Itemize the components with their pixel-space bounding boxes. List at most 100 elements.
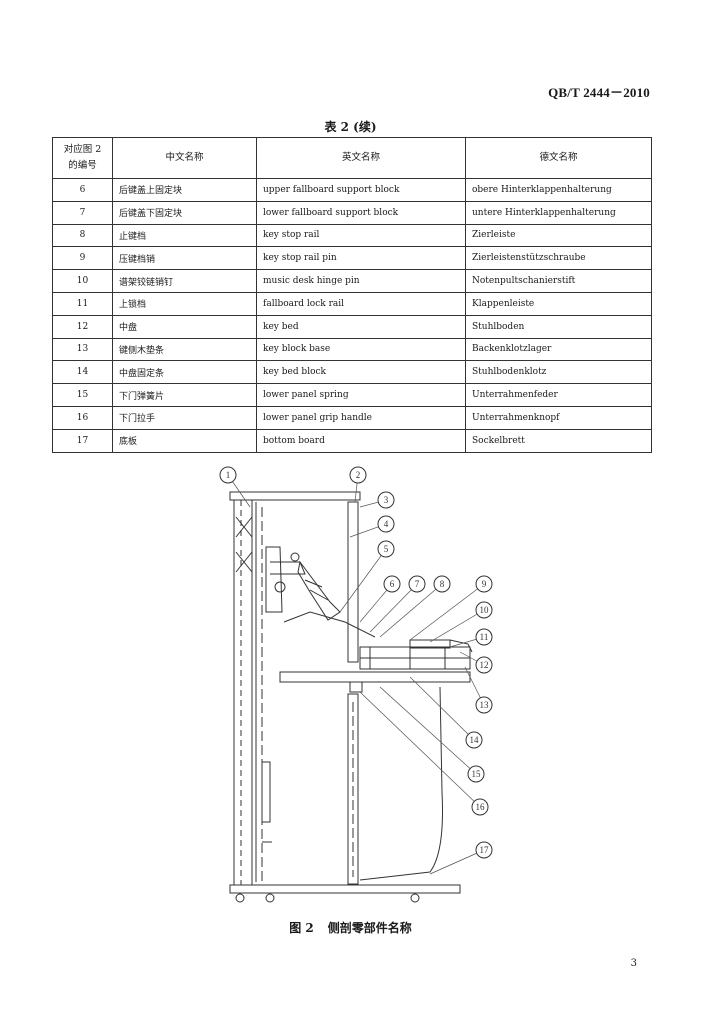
music-desk	[297, 560, 341, 621]
top-lid	[229, 491, 361, 501]
lower-front-panel	[347, 693, 359, 885]
cell-german-name: Zierleistenstützschraube	[465, 246, 652, 271]
callout-13: 13	[464, 666, 493, 714]
cell-german-name: Sockelbrett	[465, 428, 652, 453]
cell-english-name: bottom board	[256, 428, 466, 453]
table-header-row: 对应图 2 的编号 中文名称 英文名称 德文名称	[52, 137, 652, 179]
cell-english-name: key block base	[256, 337, 466, 362]
back-post	[233, 499, 253, 886]
cell-english-name: key bed	[256, 314, 466, 339]
cell-chinese-name: 下门拉手	[112, 405, 257, 430]
header-english-name: 英文名称	[256, 137, 466, 179]
callout-5: 5	[339, 540, 395, 613]
cell-english-name: key stop rail pin	[256, 246, 466, 271]
cell-english-name: key bed block	[256, 360, 466, 385]
cell-german-name: Backenklotzlager	[465, 337, 652, 362]
callout-label: 11	[480, 632, 489, 642]
header-chinese-name: 中文名称	[112, 137, 257, 179]
callout-label: 5	[384, 544, 389, 554]
cell-english-name: lower panel spring	[256, 383, 466, 407]
callout-15: 15	[379, 686, 485, 783]
callout-label: 14	[470, 735, 480, 745]
cell-english-name: lower panel grip handle	[256, 405, 466, 430]
cell-german-name: Klappenleiste	[465, 291, 652, 316]
cell-figure-number: 15	[52, 383, 113, 407]
cell-figure-number: 11	[52, 291, 113, 316]
cell-english-name: lower fallboard support block	[256, 200, 466, 225]
cell-figure-number: 13	[52, 337, 113, 362]
callout-17: 17	[429, 841, 493, 875]
cell-german-name: Notenpultschanierstift	[465, 269, 652, 293]
cell-german-name: untere Hinterklappenhalterung	[465, 200, 652, 225]
cell-chinese-name: 中盘	[112, 314, 257, 339]
callout-14: 14	[409, 676, 483, 749]
callout-label: 9	[482, 579, 487, 589]
cell-german-name: Unterrahmenknopf	[465, 405, 652, 430]
callout-label: 4	[384, 519, 389, 529]
callout-7: 7	[369, 575, 426, 633]
cell-chinese-name: 上锁档	[112, 291, 257, 316]
cell-chinese-name: 后键盖上固定块	[112, 178, 257, 202]
callout-label: 1	[226, 470, 231, 480]
callout-label: 15	[472, 769, 482, 779]
cell-figure-number: 9	[52, 246, 113, 271]
callout-10: 10	[429, 601, 493, 643]
callout-label: 8	[440, 579, 445, 589]
figure-caption-number: 图 2	[289, 921, 314, 935]
leg-block	[359, 686, 443, 881]
cell-german-name: Stuhlbodenklotz	[465, 360, 652, 385]
cell-figure-number: 10	[52, 269, 113, 293]
callout-label: 3	[384, 495, 389, 505]
cell-chinese-name: 压键档销	[112, 246, 257, 271]
page-number: 3	[630, 958, 637, 969]
callout-1: 1	[219, 466, 251, 508]
callout-label: 16	[476, 802, 486, 812]
key-bed	[279, 671, 471, 683]
bottom-board	[229, 884, 461, 894]
callout-label: 13	[480, 700, 490, 710]
callout-label: 17	[480, 845, 490, 855]
cell-chinese-name: 谱架铰链销钉	[112, 269, 257, 293]
cell-english-name: music desk hinge pin	[256, 269, 466, 293]
callout-8: 8	[379, 575, 451, 638]
cell-german-name: Unterrahmenfeder	[465, 383, 652, 407]
standard-code: QB/T 2444－2010	[548, 85, 650, 100]
callout-label: 7	[415, 579, 420, 589]
cell-english-name: upper fallboard support block	[256, 178, 466, 202]
cell-german-name: Stuhlboden	[465, 314, 652, 339]
header-german-name: 德文名称	[465, 137, 652, 179]
cell-figure-number: 8	[52, 223, 113, 248]
cell-figure-number: 6	[52, 178, 113, 202]
cell-english-name: key stop rail	[256, 223, 466, 248]
cell-figure-number: 16	[52, 405, 113, 430]
cell-chinese-name: 止键档	[112, 223, 257, 248]
callout-9: 9	[409, 575, 493, 641]
callout-3: 3	[359, 491, 395, 509]
figure-caption-text: 侧剖零部件名称	[327, 921, 412, 935]
cell-figure-number: 17	[52, 428, 113, 453]
callout-6: 6	[359, 575, 401, 623]
cell-chinese-name: 中盘固定条	[112, 360, 257, 385]
cell-figure-number: 12	[52, 314, 113, 339]
cell-german-name: Zierleiste	[465, 223, 652, 248]
cell-chinese-name: 键侧木垫条	[112, 337, 257, 362]
callout-12: 12	[459, 651, 493, 674]
header-figure-number: 对应图 2 的编号	[52, 137, 113, 179]
callout-2: 2	[349, 466, 367, 503]
cell-chinese-name: 下门弹簧片	[112, 383, 257, 407]
cell-figure-number: 7	[52, 200, 113, 225]
upper-front-panel	[347, 501, 359, 663]
callout-label: 12	[480, 660, 489, 670]
callout-label: 10	[480, 605, 490, 615]
